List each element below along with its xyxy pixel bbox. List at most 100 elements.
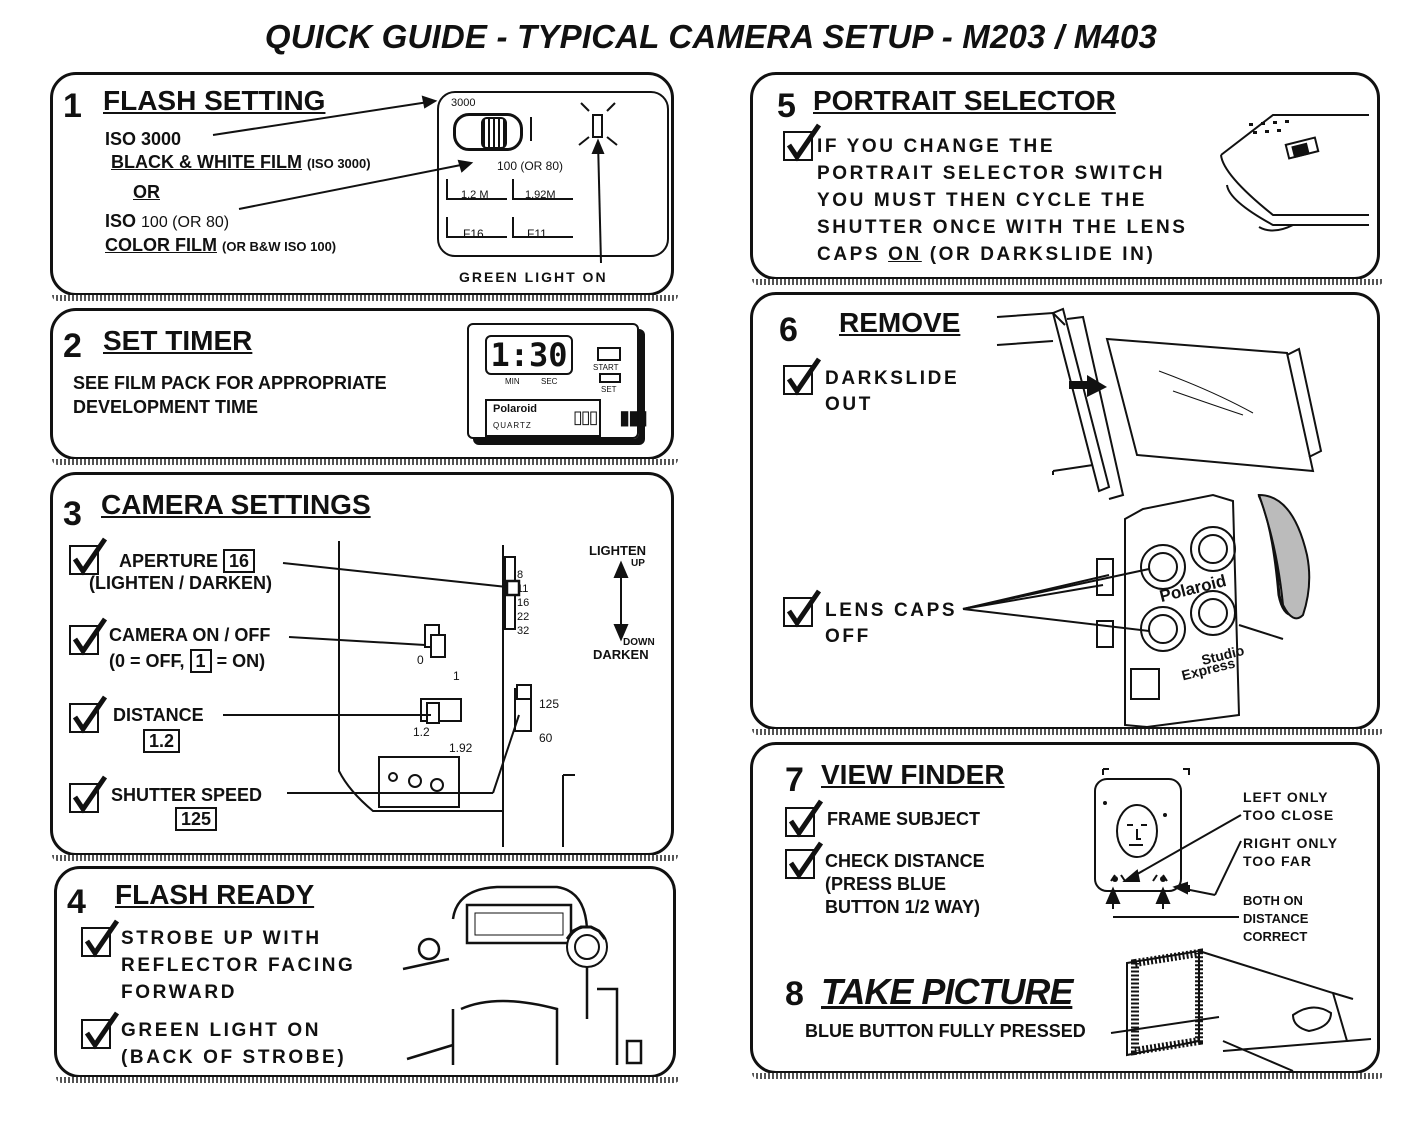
strobe-instruction-2: REFLECTOR FACING: [121, 955, 356, 976]
dial-100-label: 100 (OR 80): [497, 159, 564, 173]
timer-set-label: SET: [601, 385, 617, 394]
timer-dots-icon: ▮▮▮: [619, 407, 648, 429]
check-distance-1: CHECK DISTANCE: [825, 851, 985, 871]
lens-caps-label: LENS CAPS: [825, 600, 958, 621]
timer-brand: Polaroid: [493, 403, 538, 415]
distance-value: 1.2: [143, 729, 181, 753]
darken-label: DARKEN: [593, 647, 649, 662]
iso-100-prefix: ISO: [105, 211, 137, 231]
portrait-text-1: IF YOU CHANGE THE: [817, 136, 1056, 157]
down-label: DOWN: [623, 637, 655, 648]
bw-film-label: BLACK & WHITE FILM: [111, 152, 302, 172]
timer-start-button[interactable]: [597, 347, 621, 361]
portrait-text-2: PORTRAIT SELECTOR SWITCH: [817, 163, 1166, 184]
check-distance-3: BUTTON 1/2 WAY): [825, 897, 981, 917]
checkbox-icon: [785, 841, 824, 880]
section-heading: SET TIMER: [103, 325, 253, 356]
distance-scale-1: 1.2: [413, 725, 430, 739]
strobe-illustration: [402, 885, 643, 1065]
lens-caps-off-label: OFF: [825, 626, 871, 647]
right-only-note-2: TOO FAR: [1243, 853, 1312, 869]
shutter-speed-label: SHUTTER SPEED: [111, 785, 263, 805]
checkbox-icon: [69, 537, 108, 576]
flash-mode-switch[interactable]: [453, 113, 523, 151]
section-heading: CAMERA SETTINGS: [101, 489, 371, 520]
timer-quartz: QUARTZ: [493, 421, 532, 430]
checkbox-icon: [783, 357, 822, 396]
timer-instruction-1: SEE FILM PACK FOR APPROPRIATE: [73, 373, 387, 393]
section-heading: FLASH SETTING: [103, 85, 326, 116]
dial-3000-label: 3000: [451, 97, 476, 109]
both-on-note-2: DISTANCE: [1243, 911, 1309, 926]
aperture-line: APERTURE 16: [119, 549, 256, 573]
view-finder-illustration: [1094, 768, 1372, 1072]
take-picture-heading: TAKE PICTURE: [821, 971, 1073, 1012]
portrait-switch-illustration: [1220, 114, 1369, 232]
aperture-scale-32: 32: [517, 625, 530, 637]
checkbox-icon: [81, 1011, 120, 1050]
iso-100-line: ISO 100 (OR 80): [105, 211, 229, 232]
section-heading: PORTRAIT SELECTOR: [813, 85, 1116, 116]
or-label: OR: [133, 182, 160, 202]
aperture-scale-11: 11: [517, 583, 529, 595]
panel-flash-setting: 1 FLASH SETTING ISO 3000 BLACK & WHITE F…: [50, 72, 678, 301]
left-only-note-2: TOO CLOSE: [1243, 807, 1335, 823]
step-number: 5: [777, 87, 796, 125]
section-heading: REMOVE: [839, 307, 961, 338]
aperture-label: APERTURE: [119, 551, 219, 571]
camera-onoff-note: (0 = OFF, 1 = ON): [109, 649, 265, 673]
timer-brand-plate: [485, 399, 601, 437]
flash-switch-knob: [481, 117, 507, 149]
take-picture-instruction: BLUE BUTTON FULLY PRESSED: [805, 1021, 1086, 1041]
portrait-text-5b: ON: [888, 244, 922, 265]
bw-film-line: BLACK & WHITE FILM (ISO 3000): [111, 152, 371, 173]
aperture-value: 16: [223, 549, 256, 573]
panel-view-finder: 7 VIEW FINDER FRAME SUBJECT CHECK DISTAN…: [750, 742, 1384, 1079]
switch-1-label: 1: [453, 669, 460, 683]
timer-device: [467, 323, 639, 439]
timer-start-label: START: [593, 363, 619, 372]
flash-control-panel: [437, 91, 669, 257]
panel-flash-ready: 4 FLASH READY STROBE UP WITH REFLECTOR F…: [54, 866, 680, 1083]
timer-dots-icon: ▯▯▯: [573, 407, 599, 427]
portrait-text-5c: (OR DARKSLIDE IN): [929, 244, 1156, 265]
step-number: 8: [785, 975, 804, 1013]
darkslide-out-label: OUT: [825, 394, 873, 415]
step-number: 2: [63, 327, 82, 365]
panel-remove: 6 REMOVE DARKSLIDE OUT LENS CAPS OFF Pol…: [750, 292, 1384, 735]
green-light-instruction-2: (BACK OF STROBE): [121, 1047, 347, 1068]
timer-sec-label: SEC: [541, 377, 558, 386]
page-title: QUICK GUIDE - TYPICAL CAMERA SETUP - M20…: [264, 18, 1158, 55]
strobe-instruction-1: STROBE UP WITH: [121, 928, 322, 949]
onoff-note-b: = ON): [216, 651, 266, 671]
timer-instruction-2: DEVELOPMENT TIME: [73, 397, 259, 417]
portrait-text-4: SHUTTER ONCE WITH THE LENS: [817, 217, 1188, 238]
portrait-text-5a: CAPS: [817, 244, 881, 265]
iso-3000-label: ISO 3000: [105, 129, 182, 149]
flash-setting-diagram: [212, 95, 618, 264]
strobe-instruction-3: FORWARD: [121, 982, 238, 1003]
portrait-text-3: YOU MUST THEN CYCLE THE: [817, 190, 1148, 211]
distance-label: DISTANCE: [113, 705, 204, 725]
panel-portrait-selector: 5 PORTRAIT SELECTOR IF YOU CHANGE THE PO…: [750, 72, 1384, 285]
checkbox-icon: [783, 123, 822, 162]
both-on-note-3: CORRECT: [1243, 929, 1308, 944]
lighten-label: LIGHTEN: [589, 543, 647, 558]
onoff-value: 1: [189, 649, 212, 673]
panel-set-timer: 2 SET TIMER SEE FILM PACK FOR APPROPRIAT…: [50, 308, 678, 465]
timer-set-button[interactable]: [599, 373, 621, 383]
aperture-scale-8: 8: [517, 569, 524, 581]
step-number: 1: [63, 87, 82, 125]
step-number: 4: [67, 883, 86, 921]
timer-display: 1:30: [485, 335, 573, 375]
shutter-speed-value: 125: [175, 807, 218, 831]
checkbox-icon: [783, 589, 822, 628]
timer-min-label: MIN: [505, 377, 520, 386]
green-light-label: GREEN LIGHT ON: [459, 269, 608, 285]
iso-100-value: 100 (OR 80): [141, 214, 230, 231]
color-film-note: (OR B&W ISO 100): [222, 239, 337, 254]
checkbox-icon: [81, 919, 120, 958]
section-heading: FLASH READY: [115, 879, 315, 910]
aperture-scale-22: 22: [517, 611, 530, 623]
step-number: 7: [785, 761, 804, 799]
